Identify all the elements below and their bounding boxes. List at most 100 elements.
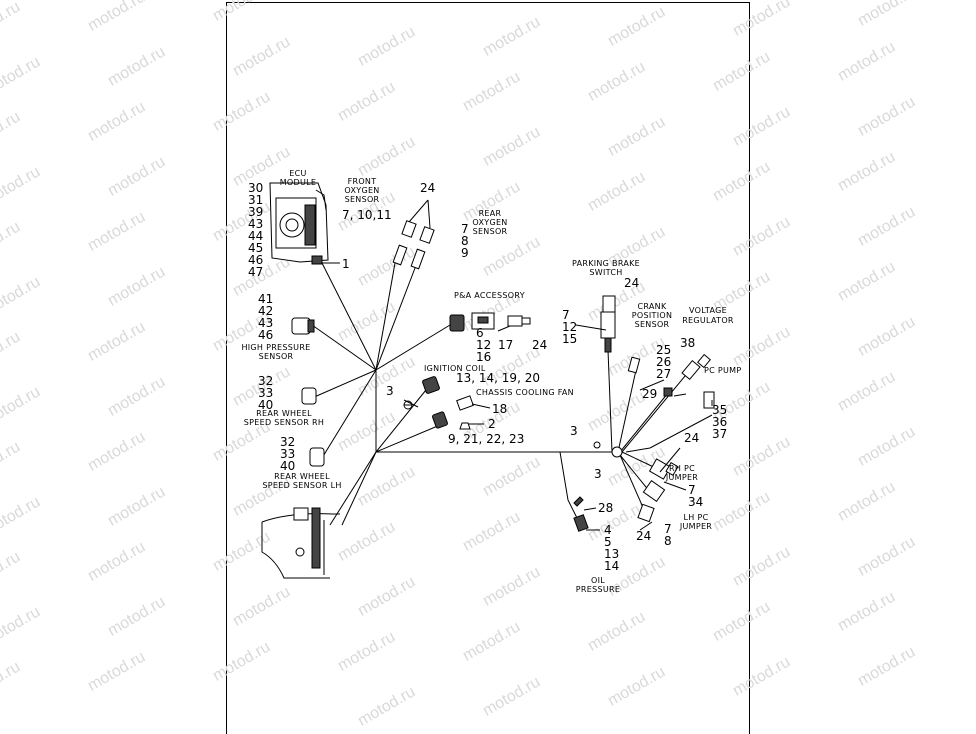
callout-front-o2: 7, 10,11 (342, 208, 392, 222)
callout-rear-o2-0: 7 (461, 222, 469, 236)
callout-hp-0: 41 (258, 292, 273, 306)
callout-rwrh-2: 40 (258, 398, 273, 412)
label-ecu-2: MODULE (280, 178, 317, 187)
callout-ecu-6: 46 (248, 253, 263, 267)
frame-bracket (261, 507, 340, 579)
callout-ecu-4: 44 (248, 229, 263, 243)
drawing-frame (226, 2, 750, 734)
callout-ecu-7: 47 (248, 265, 263, 279)
callout-oil-28: 28 (598, 501, 613, 515)
callout-crank-2: 27 (656, 367, 671, 381)
label-front-o2-1: FRONT (348, 177, 377, 186)
high-pressure-sensor-part (291, 317, 315, 335)
label-oil-2: PRESSURE (576, 585, 620, 594)
callout-oil-0: 4 (604, 523, 612, 537)
callout-pbs-24: 24 (624, 276, 639, 290)
callout-rwlh-1: 33 (280, 447, 295, 461)
callout-pcpump-1: 36 (712, 415, 727, 429)
callout-ecu-0: 30 (248, 181, 263, 195)
callout-lh-24: 24 (636, 529, 651, 543)
oxygen-sensor-connectors (392, 199, 435, 270)
label-cooling-fan: CHASSIS COOLING FAN (476, 388, 574, 397)
label-rwlh-2: SPEED SENSOR LH (262, 481, 341, 490)
callout-o2-24: 24 (420, 181, 435, 195)
callout-rear-o2-2: 9 (461, 246, 469, 260)
label-rear-o2-1: REAR (479, 209, 502, 218)
callout-pcpump-2: 37 (712, 427, 727, 441)
callout-rwrh-0: 32 (258, 374, 273, 388)
label-pa-accessory: P&A ACCESSORY (454, 291, 525, 300)
callout-fan-18: 18 (492, 402, 507, 416)
label-crank-1: CRANK (637, 302, 666, 311)
label-front-o2-2: OXYGEN (344, 186, 379, 195)
label-lhpc-1: LH PC (684, 513, 709, 522)
label-pbs-1: PARKING BRAKE (572, 259, 640, 268)
callout-gnd-3a: 3 (570, 424, 578, 438)
callout-rh-1: 34 (688, 495, 703, 509)
label-pc-pump: PC PUMP (704, 366, 741, 375)
label-lhpc-2: JUMPER (679, 522, 712, 531)
callout-ecu-3: 43 (248, 217, 263, 231)
label-pbs-2: SWITCH (589, 268, 622, 277)
callout-rh-24: 24 (684, 431, 699, 445)
callout-ecu-5: 45 (248, 241, 263, 255)
callout-fan-2: 2 (488, 417, 496, 431)
callout-hp-1: 42 (258, 304, 273, 318)
pa-accessory-connectors (449, 312, 531, 332)
label-rear-o2-3: SENSOR (473, 227, 508, 236)
label-rear-o2-2: OXYGEN (472, 218, 507, 227)
callout-pa-24: 24 (532, 338, 547, 352)
callout-pa-1: 12 (476, 338, 491, 352)
label-ecu-1: ECU (289, 169, 306, 178)
callout-rwrh-1: 33 (258, 386, 273, 400)
callout-rwlh-0: 32 (280, 435, 295, 449)
callout-vreg-29: 29 (642, 387, 657, 401)
label-front-o2-3: SENSOR (345, 195, 380, 204)
leader-lines (322, 262, 713, 531)
label-crank-3: SENSOR (635, 320, 670, 329)
callout-numbers: 30 31 39 43 44 45 46 47 1 7, 10,11 24 7 … (248, 181, 727, 573)
label-rwrh-1: REAR WHEEL (256, 409, 312, 418)
label-rhpc-2: JUMPER (665, 473, 698, 482)
callout-pa-2: 16 (476, 350, 491, 364)
callout-crank-0: 25 (656, 343, 671, 357)
callout-pa-0: 6 (476, 326, 484, 340)
callout-ecu-conn: 1 (342, 257, 350, 271)
callout-rwlh-2: 40 (280, 459, 295, 473)
label-rwlh-1: REAR WHEEL (274, 472, 330, 481)
callout-oil-3: 14 (604, 559, 619, 573)
label-vreg-2: REGULATOR (682, 316, 734, 325)
component-labels: ECU MODULE FRONT OXYGEN SENSOR REAR OXYG… (241, 169, 741, 594)
callout-pbs-0: 7 (562, 308, 570, 322)
callout-rh-0: 7 (688, 483, 696, 497)
label-rhpc-1: RH PC (669, 464, 695, 473)
callout-pcpump-0: 35 (712, 403, 727, 417)
ecu-module (269, 182, 329, 265)
harness-wires (311, 254, 713, 526)
callout-hp-2: 43 (258, 316, 273, 330)
label-ignition-coil: IGNITION COIL (424, 364, 486, 373)
label-vreg-1: VOLTAGE (689, 306, 727, 315)
callout-rear-o2-1: 8 (461, 234, 469, 248)
label-oil-1: OIL (591, 576, 605, 585)
label-rwrh-2: SPEED SENSOR RH (244, 418, 324, 427)
callout-ign-3: 3 (386, 384, 394, 398)
rear-wheel-sensor-parts (301, 387, 325, 467)
callout-pa-17: 17 (498, 338, 513, 352)
callout-vreg-38: 38 (680, 336, 695, 350)
callout-oil-2: 13 (604, 547, 619, 561)
label-crank-2: POSITION (632, 311, 673, 320)
right-side-parts (573, 295, 715, 532)
label-hp-1: HIGH PRESSURE (241, 343, 310, 352)
callout-gnd-3b: 3 (594, 467, 602, 481)
callout-pbs-1: 12 (562, 320, 577, 334)
callout-oil-1: 5 (604, 535, 612, 549)
callout-lh-0: 7 (664, 522, 672, 536)
callout-ign: 13, 14, 19, 20 (456, 371, 540, 385)
ignition-coil-part (403, 376, 474, 430)
callout-ecu-1: 31 (248, 193, 263, 207)
callout-hp-3: 46 (258, 328, 273, 342)
callout-ecu-2: 39 (248, 205, 263, 219)
